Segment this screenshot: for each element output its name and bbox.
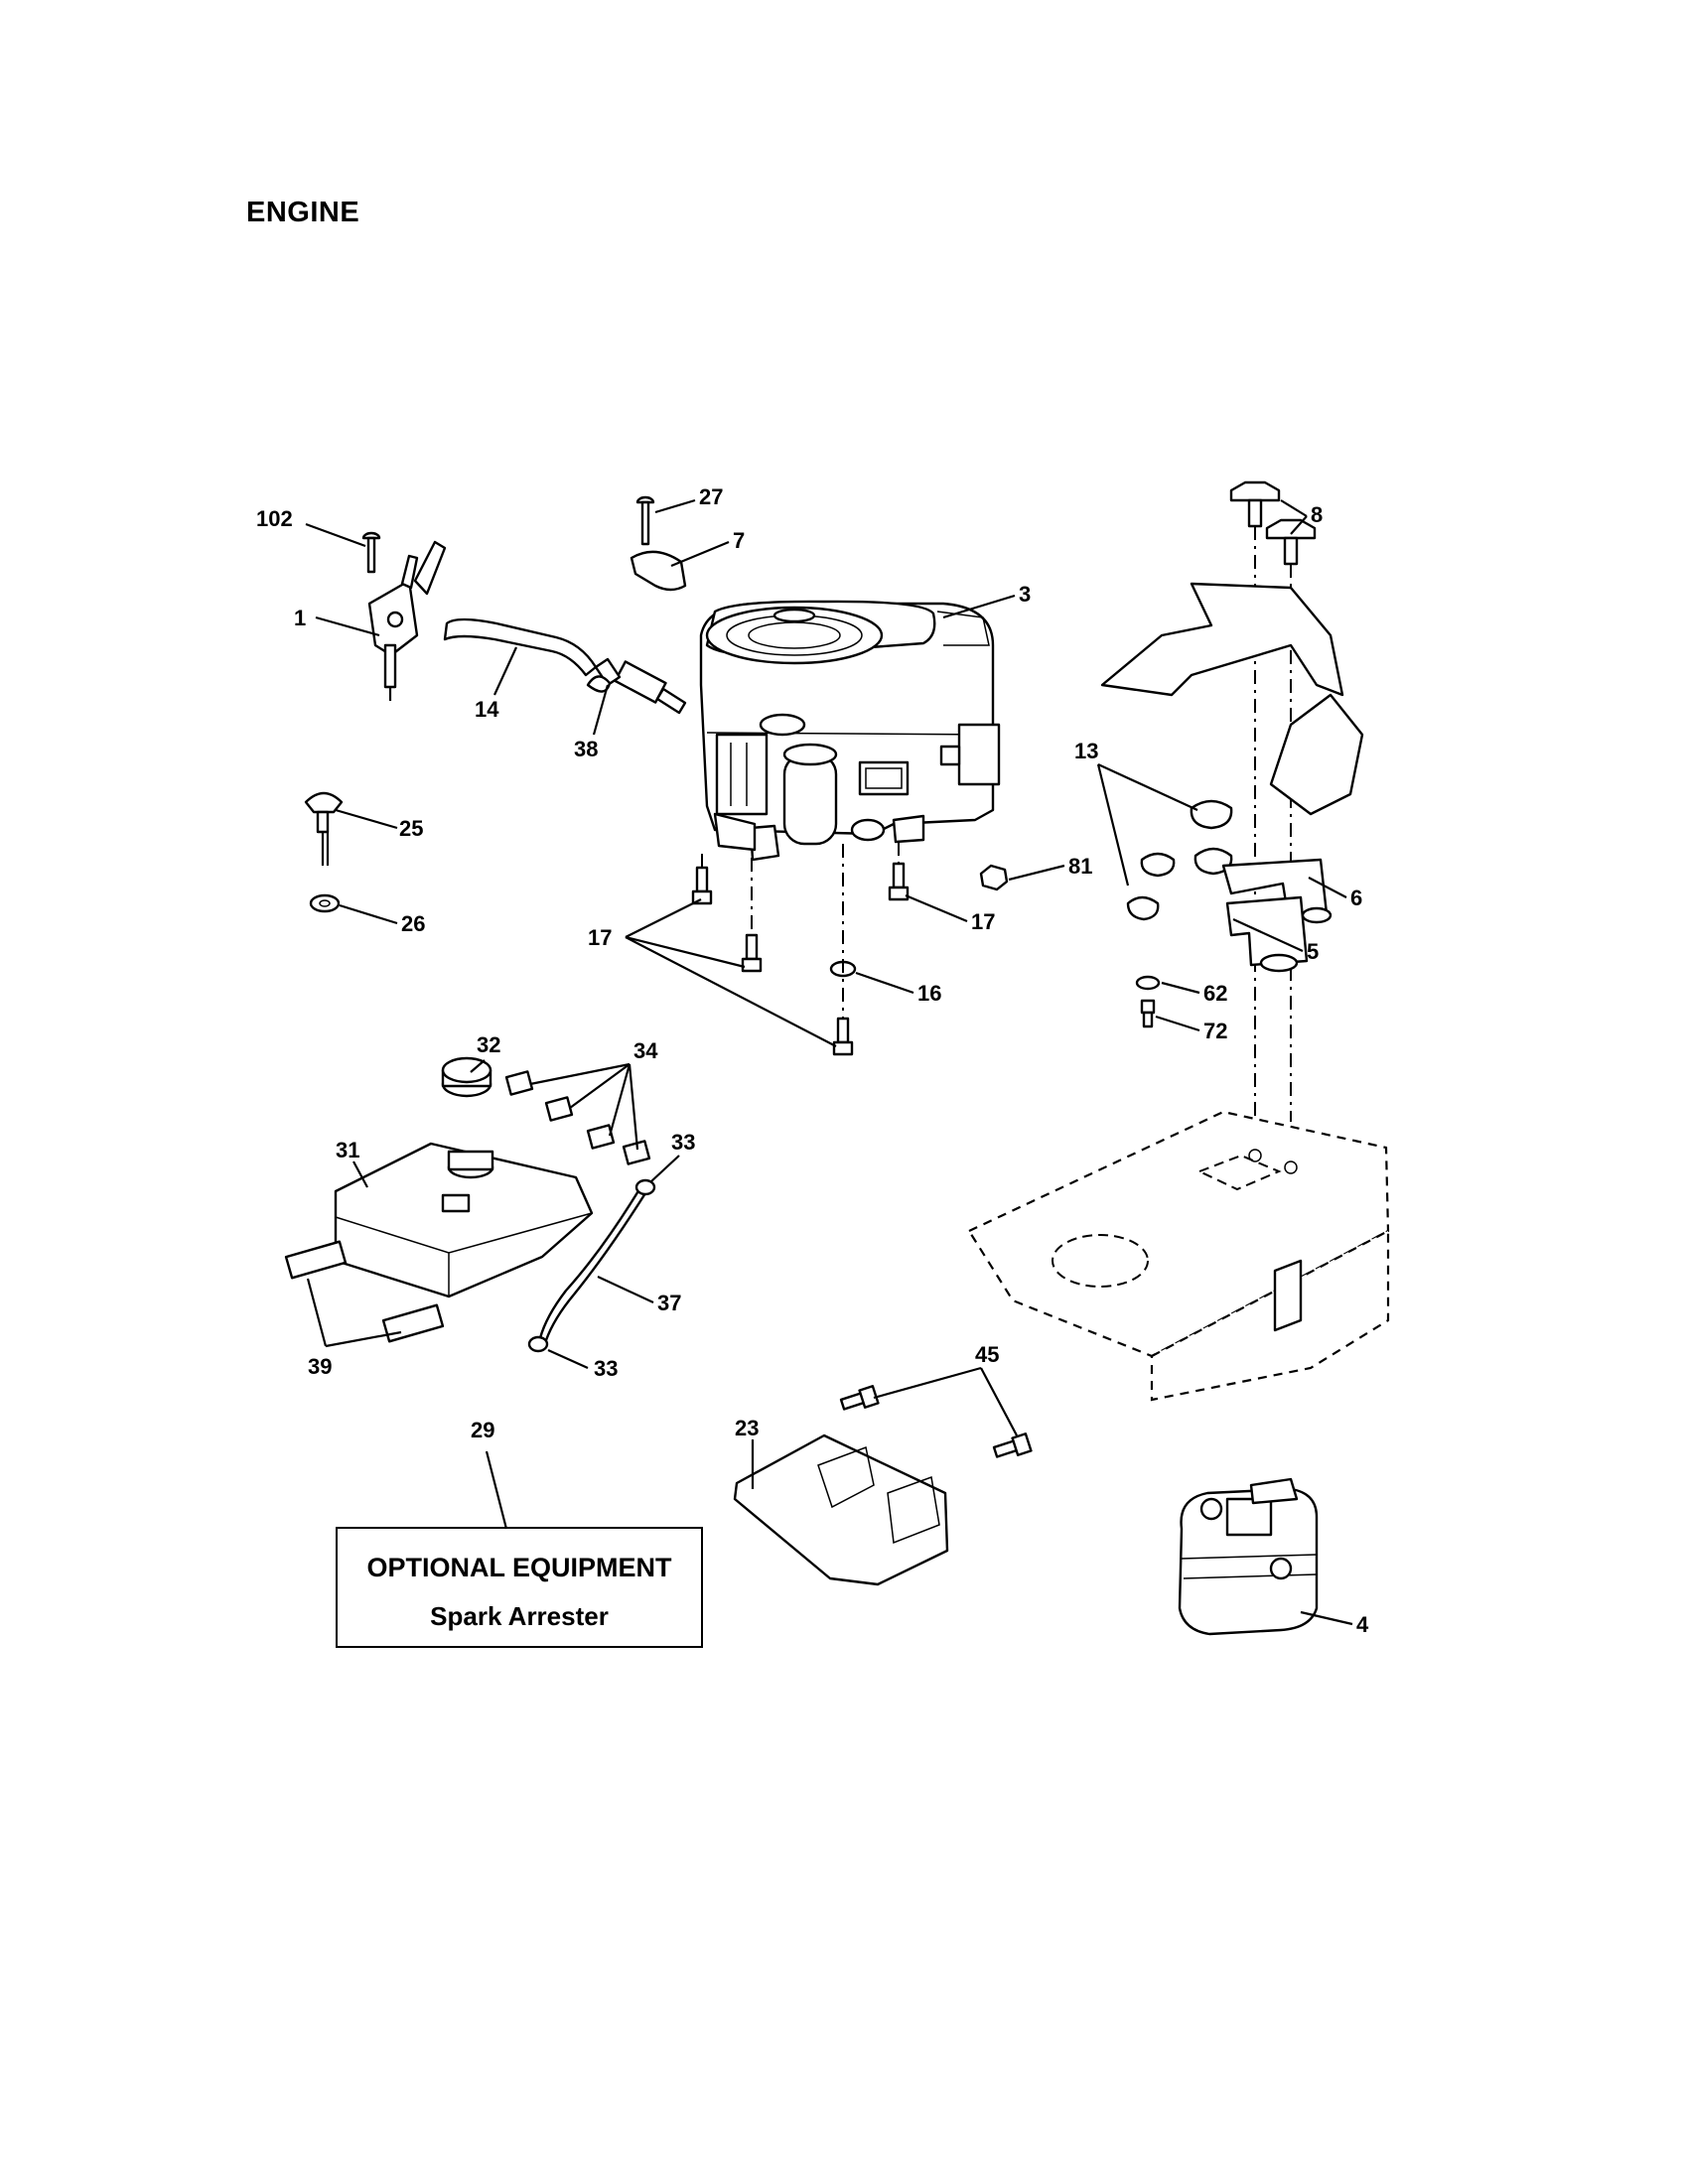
callout-27: 27 <box>699 484 723 509</box>
callout-72: 72 <box>1203 1019 1227 1043</box>
callout-25: 25 <box>399 816 423 841</box>
washer-62-part <box>1135 975 1161 991</box>
callout-33-bottom: 33 <box>594 1356 618 1381</box>
muffler-part <box>1178 1477 1319 1636</box>
callout-7: 7 <box>733 528 745 553</box>
screw-72-part <box>1140 999 1156 1028</box>
callout-13: 13 <box>1074 739 1098 763</box>
engine-bolts <box>691 842 910 1056</box>
screws-45-part <box>839 1385 1033 1458</box>
spark-arrester-label: Spark Arrester <box>430 1601 609 1631</box>
callout-102: 102 <box>256 506 293 531</box>
cap-32-part <box>441 1056 492 1098</box>
optional-equipment-title: OPTIONAL EQUIPMENT <box>366 1553 672 1582</box>
callout-23: 23 <box>735 1416 759 1440</box>
callout-17-left: 17 <box>588 925 612 950</box>
callout-29: 29 <box>471 1418 494 1442</box>
callout-14: 14 <box>475 697 499 722</box>
fuel-filter-part <box>586 657 687 715</box>
callout-8: 8 <box>1311 502 1323 527</box>
callout-6: 6 <box>1350 886 1362 910</box>
callout-33-top: 33 <box>671 1130 695 1155</box>
pads-34-part <box>504 1070 651 1165</box>
callout-3: 3 <box>1019 582 1031 607</box>
spark-arrester-part <box>334 1142 594 1298</box>
callout-45: 45 <box>975 1342 999 1367</box>
callout-62: 62 <box>1203 981 1227 1006</box>
bracket-23-part <box>733 1433 949 1586</box>
callout-31: 31 <box>336 1138 359 1162</box>
exhaust-pipes-part <box>1126 799 1333 973</box>
callout-17-right: 17 <box>971 909 995 934</box>
clamp-7-part <box>630 550 687 592</box>
engine-part <box>699 600 1001 862</box>
callout-1: 1 <box>294 606 306 630</box>
leader-lines <box>305 498 1353 1626</box>
mower-frame <box>967 1110 1390 1402</box>
callout-38: 38 <box>574 737 598 761</box>
screw-102 <box>361 531 381 574</box>
tube-37-part <box>527 1178 656 1353</box>
dipstick-part <box>304 791 344 866</box>
throttle-control-part <box>367 540 447 701</box>
callout-16: 16 <box>917 981 941 1006</box>
page-title: ENGINE <box>246 197 360 228</box>
screw-27 <box>635 495 655 546</box>
callout-34: 34 <box>633 1038 658 1063</box>
callout-4: 4 <box>1356 1612 1369 1637</box>
nut-81-part <box>979 864 1009 891</box>
washer-26-part <box>309 893 341 913</box>
callout-37: 37 <box>657 1291 681 1315</box>
callout-39: 39 <box>308 1354 332 1379</box>
callout-32: 32 <box>477 1032 500 1057</box>
heat-shield-part <box>1100 582 1344 697</box>
callout-labels: 102 1 14 38 27 7 3 8 13 6 5 62 72 81 25 … <box>256 484 1369 1637</box>
fuel-hose-part <box>443 617 598 677</box>
callout-5: 5 <box>1307 939 1319 964</box>
callout-81: 81 <box>1068 854 1092 879</box>
callout-26: 26 <box>401 911 425 936</box>
optional-equipment-box: OPTIONAL EQUIPMENT Spark Arrester <box>336 1527 703 1648</box>
